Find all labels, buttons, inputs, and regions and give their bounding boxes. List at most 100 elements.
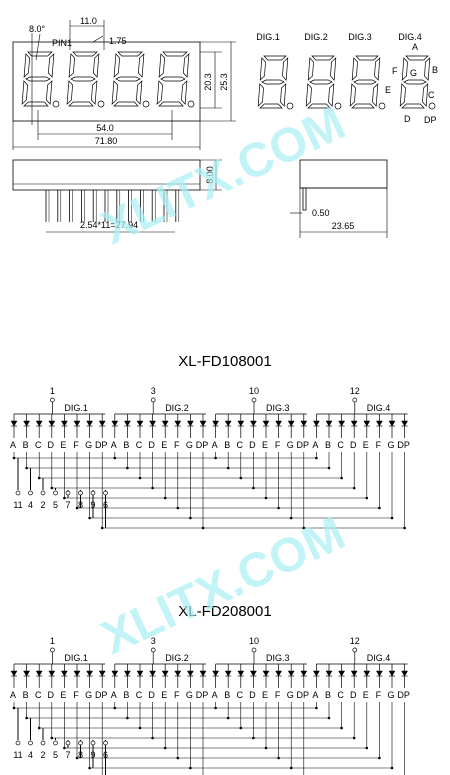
segment-letter: E	[262, 440, 268, 450]
segment-pin-number: 8	[78, 500, 83, 510]
junction	[340, 726, 343, 730]
group-label: DIG.1	[64, 653, 88, 663]
diode-icon	[212, 420, 220, 427]
segment-outline	[117, 51, 143, 57]
segment-outline	[330, 57, 337, 81]
segment-letter: F	[174, 690, 180, 700]
segment-outline	[399, 83, 406, 107]
segment-letter: E	[363, 440, 369, 450]
diode-icon	[98, 420, 106, 427]
segment-outline	[160, 76, 186, 82]
segment-outline	[68, 53, 75, 78]
pin-terminal	[40, 740, 46, 746]
segment-letter: DP	[397, 690, 410, 700]
segment-outline	[259, 103, 283, 109]
diode-icon	[224, 670, 232, 677]
diode-icon	[60, 420, 68, 427]
segment-outline	[113, 53, 120, 78]
diode-icon	[388, 420, 396, 427]
diode-icon	[287, 420, 295, 427]
diode-icon	[363, 670, 371, 677]
segment-outline	[27, 51, 53, 57]
segment-outline	[282, 57, 289, 81]
side-width-label: 23.65	[332, 221, 355, 231]
diode-icon	[312, 670, 320, 677]
segment-letter: F	[73, 690, 79, 700]
segment-outline	[183, 53, 190, 78]
diode-icon	[174, 670, 182, 677]
segment-outline	[328, 83, 335, 107]
segment-pin-number: 2	[40, 500, 45, 510]
segment-letter: B	[123, 690, 129, 700]
pin-terminal	[15, 740, 21, 746]
group-label: DIG.4	[367, 653, 391, 663]
segment-outline	[23, 101, 49, 107]
diode-icon	[363, 420, 371, 427]
segment-outline	[263, 55, 287, 61]
diode-icon	[325, 420, 333, 427]
segment-pin-number: 9	[90, 750, 95, 760]
segment-pin-number: 8	[78, 750, 83, 760]
segment-letter: C	[136, 690, 143, 700]
segment-outline	[405, 55, 429, 61]
diode-icon	[375, 670, 383, 677]
segment-pin-number: 2	[40, 750, 45, 760]
segment-outline	[91, 80, 98, 105]
junction	[378, 506, 381, 510]
common-pin-number: 12	[350, 636, 360, 646]
diode-icon	[161, 420, 169, 427]
segment-outline	[257, 83, 264, 107]
decimal-point	[286, 102, 294, 110]
diode-icon	[212, 670, 220, 677]
segment-outline	[111, 80, 118, 105]
seg-label-d: D	[404, 114, 411, 124]
segment-outline	[309, 79, 333, 85]
segment-letter: D	[249, 440, 256, 450]
pin-terminal	[103, 740, 108, 746]
segment-letter: DP	[196, 690, 209, 700]
segment-letter: D	[249, 690, 256, 700]
pinout-digit-2	[305, 55, 342, 110]
segment-letter: G	[387, 440, 394, 450]
diode-icon	[136, 670, 144, 677]
junction	[340, 476, 343, 480]
decimal-point	[334, 102, 342, 110]
segment-letter: D	[350, 440, 357, 450]
pin-terminal	[78, 490, 83, 496]
diode-icon	[325, 670, 333, 677]
diode-icon	[275, 670, 283, 677]
pin-terminal	[103, 490, 108, 496]
body-length-label: 71.80	[95, 136, 118, 146]
segment-outline	[280, 83, 287, 107]
segment-outline	[401, 57, 408, 81]
segment-letter: B	[325, 690, 331, 700]
segment-outline	[374, 57, 381, 81]
segment-outline	[113, 101, 139, 107]
diode-icon	[161, 670, 169, 677]
junction	[315, 456, 318, 460]
common-pin-number: 12	[350, 386, 360, 396]
segment-outline	[156, 80, 163, 105]
segment-pin-number: 7	[65, 500, 70, 510]
segment-letter: DP	[297, 690, 310, 700]
pitch-label: 11.0	[80, 16, 97, 26]
segment-letter: A	[111, 440, 117, 450]
group-label: DIG.2	[165, 653, 189, 663]
diode-icon	[123, 420, 131, 427]
segment-outline	[307, 57, 314, 81]
front-digit-3	[111, 51, 150, 108]
watermark-text: XLITX.COM	[94, 97, 353, 255]
pin-terminal	[90, 490, 96, 496]
circuit-title: XL-FD108001	[178, 353, 271, 370]
digit-label-2: DIG.2	[304, 32, 328, 42]
segment-outline	[72, 51, 98, 57]
segment-letter: B	[224, 440, 230, 450]
segment-outline	[259, 57, 266, 81]
segment-outline	[372, 83, 379, 107]
diode-icon	[10, 670, 18, 677]
diode-icon	[300, 420, 308, 427]
diode-icon	[262, 420, 270, 427]
